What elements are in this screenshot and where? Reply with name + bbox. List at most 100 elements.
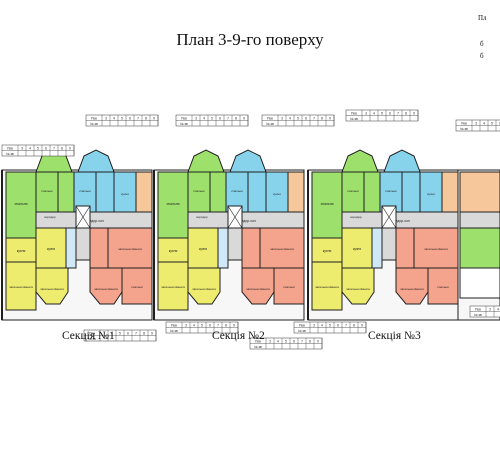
apartment-table-floor: 4 [321, 323, 323, 327]
apartment-table-floor: 5 [121, 116, 123, 120]
apartment-table-label: № кв [266, 122, 274, 126]
apartment-table-floor: 6 [293, 339, 295, 343]
apartment-table-floor: 6 [127, 331, 129, 335]
stair [381, 227, 397, 261]
lift-cross [381, 205, 397, 229]
apartment-table-floor: 9 [413, 111, 415, 115]
apartment-table-floor: 8 [225, 323, 227, 327]
apartment-table-label: Пов [351, 111, 357, 115]
room [5, 261, 37, 311]
apartment-table-label: № кв [254, 345, 262, 349]
room [121, 267, 153, 305]
section-label-3: Секція №3 [368, 330, 421, 342]
apartment-table-label: Пов [267, 116, 273, 120]
room [273, 267, 305, 305]
room [427, 267, 459, 305]
bay-window [341, 149, 379, 173]
room [287, 171, 305, 213]
room [35, 227, 67, 269]
apartment-table-floor: 4 [203, 116, 205, 120]
apartment-table-label: № кв [460, 127, 468, 131]
corridor-label: коридор-хол [236, 219, 256, 223]
corridor [459, 211, 500, 229]
room-label: загальна кімната [192, 287, 216, 291]
corridor-label: коридор-хол [84, 219, 104, 223]
room [311, 261, 343, 311]
corner-text: Пл [478, 14, 487, 22]
room-label: кухня [427, 192, 435, 196]
room-label: загальна кімната [118, 247, 142, 251]
room-label: кухня [353, 247, 361, 251]
room [65, 227, 77, 269]
lift-cross [227, 205, 243, 229]
section-label-1: Секція №1 [62, 330, 115, 342]
apartment-table-floor: 3 [489, 307, 491, 311]
room [95, 171, 115, 213]
apartment-table-label: Пов [7, 146, 13, 150]
room-label: спальня [131, 285, 143, 289]
apartment-table-floor: 8 [61, 146, 63, 150]
apartment-table-floor: 4 [497, 307, 499, 311]
apartment-table-floor: 8 [235, 116, 237, 120]
room-label: спальня [193, 189, 205, 193]
apartment-table-floor: 3 [475, 121, 477, 125]
apartment-table-floor: 9 [233, 323, 235, 327]
stair [75, 227, 91, 261]
bay-window [229, 149, 267, 173]
apartment-table-floor: 5 [37, 146, 39, 150]
room-label: спальня [167, 202, 180, 206]
room-label: спальня [79, 189, 91, 193]
apartment-table-floor: 7 [217, 323, 219, 327]
apartment-table-floor: 6 [389, 111, 391, 115]
room-label: кухня [273, 192, 281, 196]
apartment-table-floor: 4 [113, 116, 115, 120]
apartment-table-floor: 8 [309, 339, 311, 343]
apartment-table-label: Пов [181, 116, 187, 120]
apartment-table-floor: 6 [337, 323, 339, 327]
apartment-table-floor: 7 [53, 146, 55, 150]
room-label: загальна кімната [94, 287, 118, 291]
apartment-table-label: № кв [298, 329, 306, 333]
apartment-table-floor: 3 [195, 116, 197, 120]
room [187, 227, 219, 269]
apartment-table-floor: 5 [297, 116, 299, 120]
apartment-table-floor: 9 [243, 116, 245, 120]
corridor-label: коридор-хол [390, 219, 410, 223]
plan-title: План 3-9-го поверху [176, 30, 324, 49]
apartment-table-label: № кв [180, 122, 188, 126]
room-label: спальня [15, 202, 28, 206]
apartment-table-floor: 9 [153, 116, 155, 120]
room [157, 261, 189, 311]
apartment-table-floor: 9 [329, 116, 331, 120]
room [241, 227, 261, 269]
apartment-table-floor: 6 [45, 146, 47, 150]
apartment-table-floor: 9 [151, 331, 153, 335]
room [459, 267, 500, 299]
apartment-table-floor: 9 [317, 339, 319, 343]
room [363, 171, 381, 213]
apartment-table-floor: 9 [361, 323, 363, 327]
apartment-table-label: № кв [170, 329, 178, 333]
apartment-table-floor: 3 [269, 339, 271, 343]
apartment-table-floor: 5 [381, 111, 383, 115]
apartment-table-floor: 7 [135, 331, 137, 335]
room-label: спальня [321, 202, 334, 206]
room-label: коридор [350, 215, 362, 219]
apartment-table-floor: 3 [105, 116, 107, 120]
apartment-table-label: № кв [6, 152, 14, 156]
room-label: спальня [385, 189, 397, 193]
corner-text-2: б [480, 40, 484, 48]
apartment-table-floor: 7 [137, 116, 139, 120]
room [401, 171, 421, 213]
lift-cross [75, 205, 91, 229]
apartment-table-floor: 3 [313, 323, 315, 327]
room-label: кухня [169, 249, 178, 253]
apartment-table-floor: 3 [365, 111, 367, 115]
apartment-table-floor: 8 [353, 323, 355, 327]
apartment-table-floor: 4 [289, 116, 291, 120]
room-label: загальна кімната [400, 287, 424, 291]
apartment-table-floor: 8 [143, 331, 145, 335]
corner-text-3: б [480, 52, 484, 60]
apartment-table-floor: 8 [321, 116, 323, 120]
